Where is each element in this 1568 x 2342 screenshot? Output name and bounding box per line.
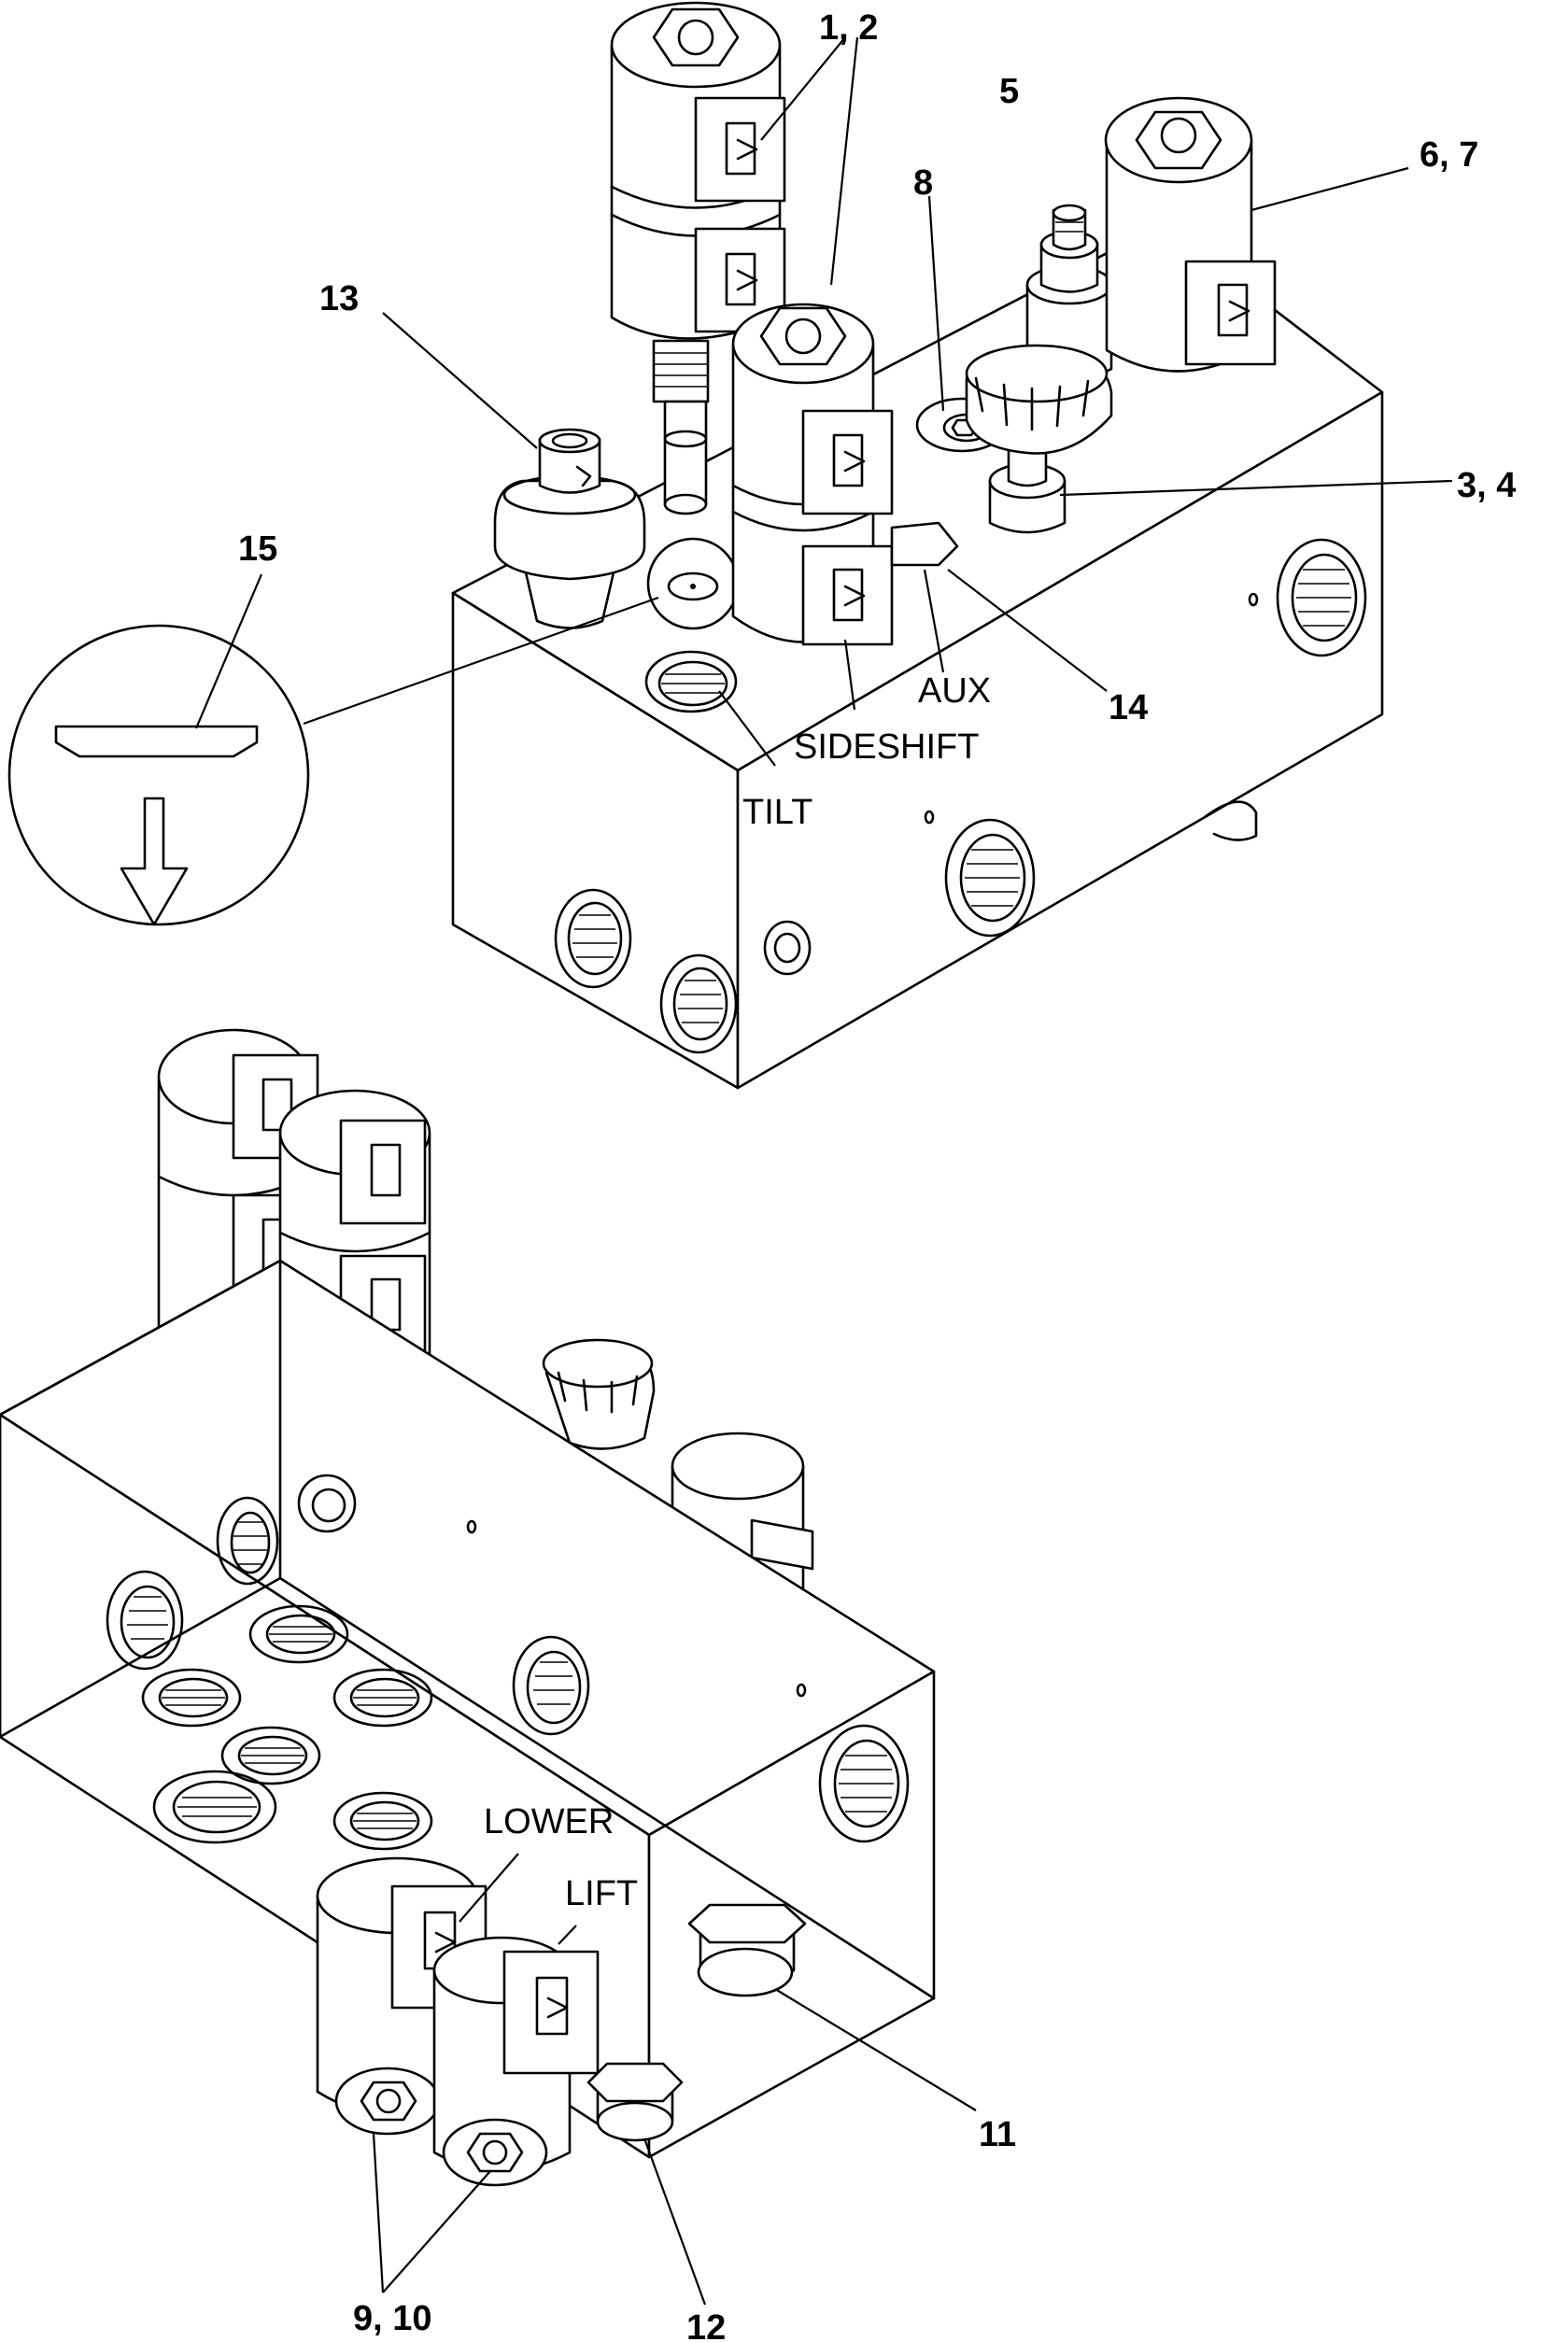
solenoid-coil-1-2 xyxy=(610,1,786,340)
breather-13 xyxy=(493,428,646,629)
front-port-right xyxy=(659,953,738,1054)
port-label-lift: LIFT xyxy=(565,1874,638,1913)
lower-right-port xyxy=(796,1683,910,1843)
poppet-disc-15 xyxy=(646,537,740,630)
leader-lower xyxy=(459,1853,519,1923)
leader-lift xyxy=(558,1925,577,1945)
lower-block-bottom-edge xyxy=(278,1576,936,2000)
leader-1-2-a xyxy=(760,36,846,141)
port-label-lower: LOWER xyxy=(484,1802,614,1841)
upper-block-side-face xyxy=(736,390,1384,1090)
callout-8: 8 xyxy=(913,163,933,203)
leader-6-7 xyxy=(1250,166,1409,212)
callout-3-4: 3, 4 xyxy=(1457,466,1516,505)
port-label-tilt: TILT xyxy=(742,793,812,832)
detail-view-15 xyxy=(7,624,310,926)
front-port-left xyxy=(554,888,632,989)
hex-plug-12 xyxy=(586,2062,684,2142)
port-label-aux: AUX xyxy=(918,671,991,711)
lower-valve-block xyxy=(0,1028,936,2187)
callout-12: 12 xyxy=(686,2308,726,2342)
leader-tilt xyxy=(718,690,776,767)
side-pin-hole xyxy=(1248,592,1259,607)
leader-sideshift xyxy=(843,639,856,711)
leader-15-inner xyxy=(194,573,263,729)
hex-plug-11 xyxy=(687,1903,807,1997)
solenoid-coil-6-7 xyxy=(1104,96,1277,373)
leader-lines xyxy=(194,36,1453,2306)
callout-1-2: 1, 2 xyxy=(819,8,878,48)
lower-underside-ports xyxy=(141,1604,433,1851)
front-plug-hex xyxy=(763,920,812,976)
upper-valve-block xyxy=(451,1,1384,1090)
side-port-mid xyxy=(944,818,1036,938)
leader-8 xyxy=(927,195,945,412)
solenoid-sideshift xyxy=(731,303,959,646)
leader-14 xyxy=(947,569,1108,692)
callout-9-10: 9, 10 xyxy=(353,2299,432,2338)
adjust-knob-3-4 xyxy=(965,344,1113,534)
callout-15: 15 xyxy=(238,529,277,569)
port-label-sideshift: SIDESHIFT xyxy=(794,727,979,767)
side-port-large xyxy=(1276,538,1367,657)
side-pin-hole-2 xyxy=(924,810,935,825)
tilt-port xyxy=(644,650,738,713)
leader-12 xyxy=(643,2137,707,2306)
solenoid-stem xyxy=(652,339,710,515)
callout-6-7: 6, 7 xyxy=(1420,135,1478,175)
lower-block-left-end xyxy=(0,1259,282,1739)
leader-15-detail xyxy=(303,596,659,726)
solenoid-lift xyxy=(432,1936,600,2187)
lower-top-ports xyxy=(106,1474,590,1736)
leader-aux xyxy=(923,569,945,673)
lower-knob xyxy=(542,1338,656,1450)
leader-3-4 xyxy=(1059,479,1453,497)
leader-9-10 xyxy=(372,2133,491,2293)
leader-11 xyxy=(774,1988,977,2111)
callout-14: 14 xyxy=(1109,688,1148,727)
callout-5: 5 xyxy=(999,72,1019,111)
callout-11: 11 xyxy=(979,2115,1016,2154)
leader-13 xyxy=(382,312,538,449)
leader-1-2-b xyxy=(829,36,859,286)
callout-labels: 1, 2 5 6, 7 8 13 3, 4 15 14 11 9, 10 12 … xyxy=(238,8,1516,2342)
callout-13: 13 xyxy=(319,279,359,318)
bottom-boss xyxy=(1203,800,1258,841)
